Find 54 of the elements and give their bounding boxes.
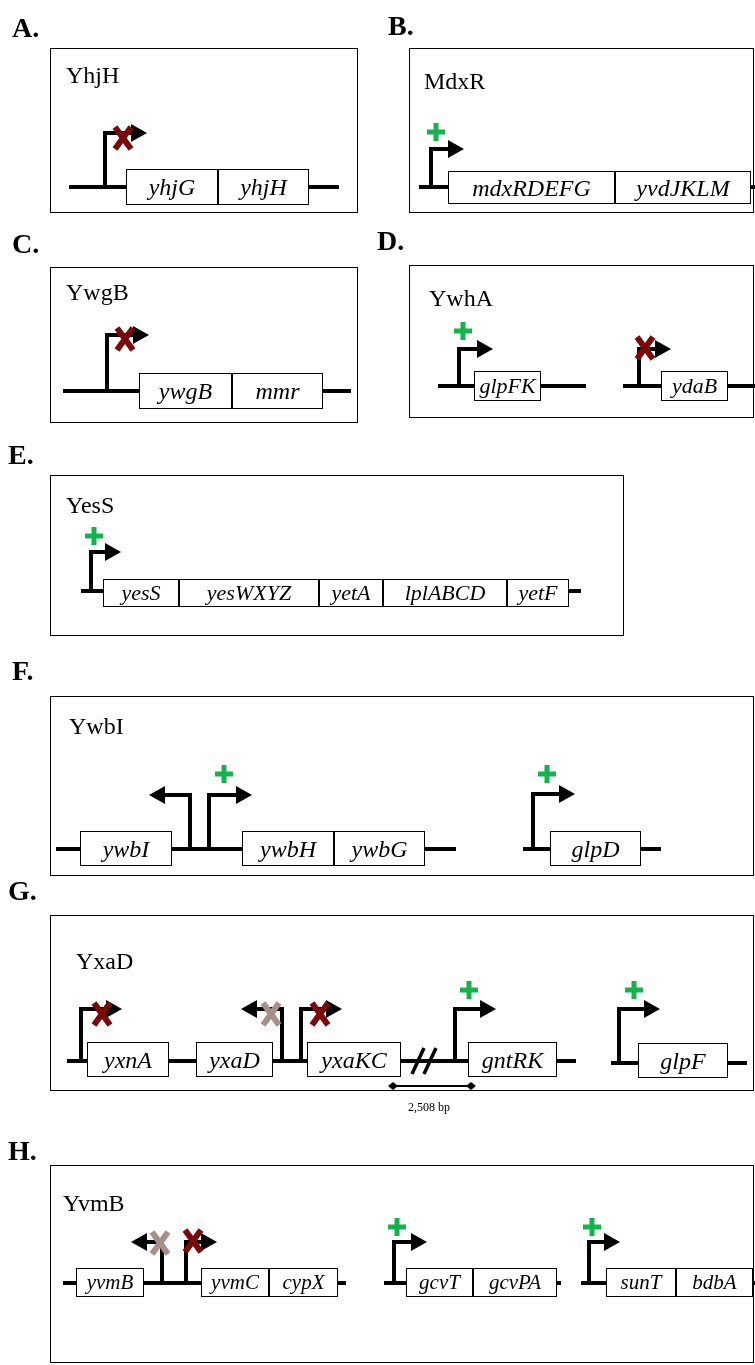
gene-box: mmr — [232, 373, 323, 409]
gene-box: yesS — [103, 579, 179, 607]
gene-box: gntRK — [468, 1042, 557, 1077]
panel-title: YwbI — [69, 714, 124, 738]
gene-box: ywgB — [139, 373, 232, 409]
gene-box: glpFK — [474, 371, 541, 401]
panel-letter: G. — [8, 877, 37, 905]
panel-frame — [50, 915, 754, 1091]
gene-box: bdbA — [676, 1268, 753, 1297]
panel-title: MdxR — [424, 69, 486, 93]
gene-box: yetA — [319, 579, 383, 607]
gene-box: yvdJKLM — [615, 171, 751, 204]
panel-title: YvmB — [63, 1191, 125, 1215]
gene-box: yetF — [507, 579, 569, 607]
panel-title: YesS — [66, 493, 115, 517]
gene-box: yhjH — [218, 169, 309, 205]
gene-box: sunT — [606, 1268, 676, 1297]
panel-title: YwhA — [429, 286, 493, 310]
gene-box: yxnA — [87, 1042, 169, 1077]
panel-letter: D. — [377, 227, 405, 255]
gene-box: glpD — [550, 831, 641, 866]
panel-title: YhjH — [66, 63, 120, 87]
gene-box: yvmC — [201, 1268, 269, 1297]
panel-letter: F. — [12, 657, 34, 685]
gene-box: gcvPA — [473, 1268, 557, 1297]
panel-title: YxaD — [76, 949, 134, 973]
panel-frame — [50, 48, 358, 213]
gene-box: ywbG — [334, 831, 425, 866]
gene-box: gcvT — [406, 1268, 473, 1297]
gene-box: yxaKC — [307, 1042, 401, 1077]
gene-box: yesWXYZ — [179, 579, 319, 607]
gene-box: ywbH — [242, 831, 334, 866]
panel-frame — [50, 475, 624, 636]
panel-letter: H. — [8, 1137, 37, 1165]
panel-letter: E. — [8, 441, 34, 469]
gene-box: yvmB — [76, 1268, 144, 1297]
panel-letter: A. — [12, 14, 40, 42]
panel-frame — [50, 696, 754, 876]
dimension-label: 2,508 bp — [408, 1101, 450, 1113]
gene-box: cypX — [269, 1268, 338, 1297]
panel-letter: C. — [12, 230, 40, 258]
gene-box: yhjG — [126, 169, 218, 205]
panel-letter: B. — [388, 12, 414, 40]
gene-box: lplABCD — [383, 579, 507, 607]
panel-title: YwgB — [66, 280, 129, 304]
gene-box: glpF — [638, 1043, 728, 1078]
gene-box: ywbI — [80, 831, 172, 866]
panel-frame — [409, 265, 754, 418]
gene-box: yxaD — [196, 1042, 273, 1077]
panel-frame — [50, 267, 358, 423]
panel-frame — [409, 48, 754, 213]
gene-box: mdxRDEFG — [448, 171, 615, 204]
gene-box: ydaB — [661, 371, 728, 401]
panel-frame — [50, 1165, 754, 1363]
